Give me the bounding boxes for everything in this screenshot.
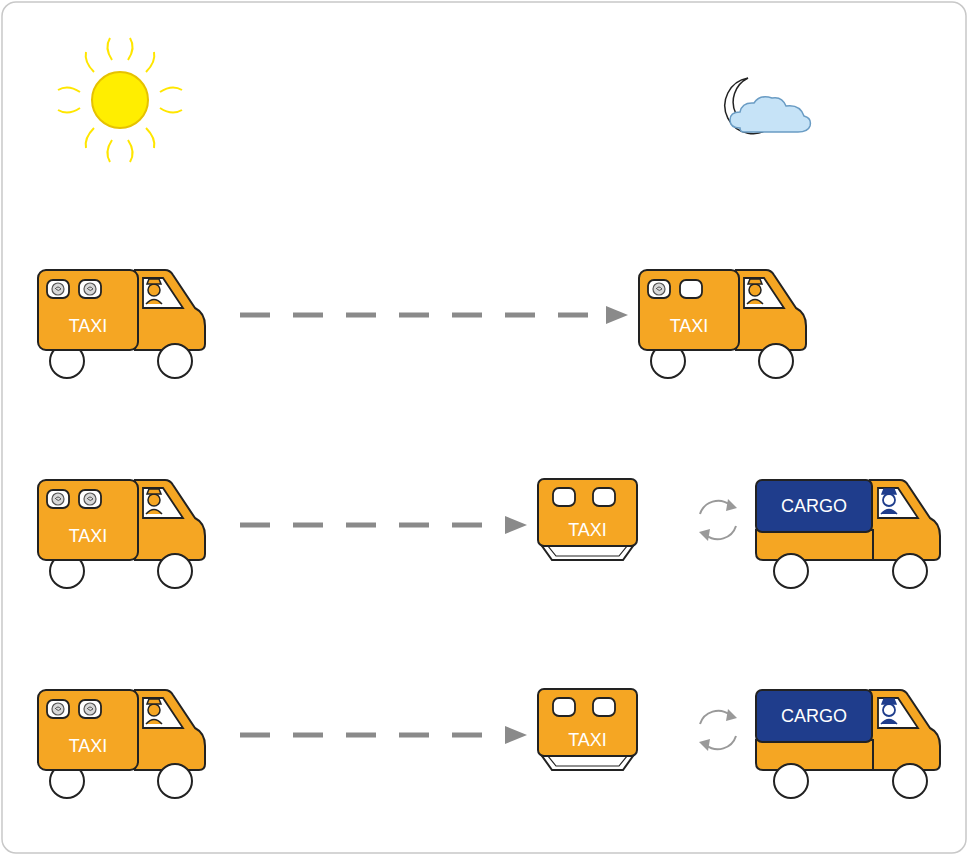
vehicle-label: TAXI (38, 314, 138, 338)
moon-and-cloud (725, 78, 811, 134)
arrowhead (505, 516, 527, 534)
vehicle-label: TAXI (38, 734, 138, 758)
taxi-van: TAXI (37, 268, 205, 378)
vehicle-label: CARGO (756, 494, 872, 518)
vehicle-label: TAXI (537, 518, 638, 542)
dashed-arrow (240, 726, 527, 744)
arrowhead (606, 306, 628, 324)
dashed-arrow (240, 516, 527, 534)
vehicle-label: TAXI (537, 728, 638, 752)
sun (58, 38, 182, 162)
taxi-van: TAXI (37, 688, 205, 798)
taxi-van: TAXI (37, 478, 205, 588)
cargo-van: CARGO (755, 478, 940, 588)
taxi-van: TAXI (638, 268, 806, 378)
taxi-module: TAXI (537, 478, 638, 560)
cargo-van: CARGO (755, 688, 940, 798)
vehicle-label: TAXI (639, 314, 739, 338)
taxi-module: TAXI (537, 688, 638, 770)
vehicle-label: CARGO (756, 704, 872, 728)
vehicle-label: TAXI (38, 524, 138, 548)
dashed-arrow (240, 306, 628, 324)
arrowhead (505, 726, 527, 744)
